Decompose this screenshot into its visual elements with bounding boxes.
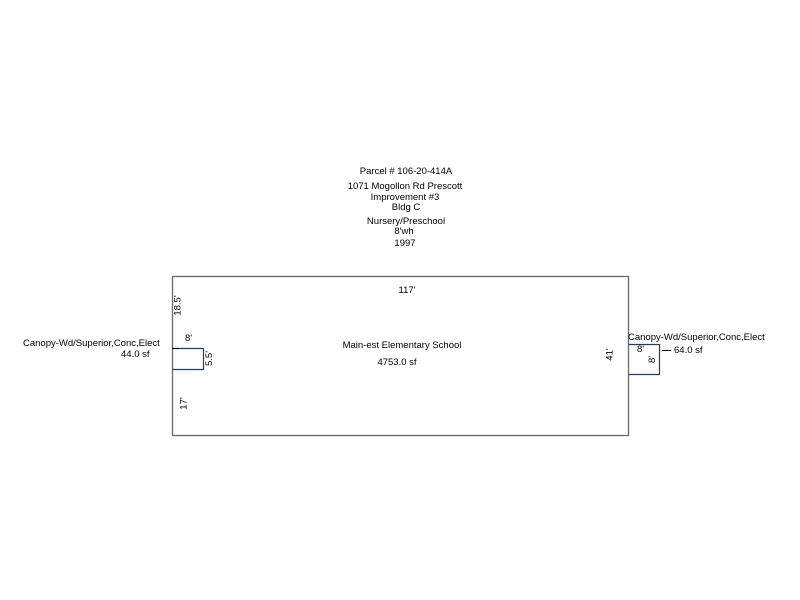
left-offset-top-label: 18.5': [172, 295, 184, 316]
main-building-area: 4753.0 sf: [377, 357, 417, 368]
wall-height: 8'wh: [394, 226, 414, 237]
improvement-number: Improvement #3: [370, 192, 440, 203]
building-use: Nursery/Preschool: [366, 216, 446, 227]
main-width-label: 117': [398, 285, 416, 296]
left-canopy-depth: 5.5': [204, 350, 216, 367]
main-height-label: 41': [604, 348, 616, 361]
right-canopy-width: 8': [637, 344, 645, 355]
left-canopy-width: 8': [185, 333, 193, 344]
left-canopy-outline: [172, 347, 205, 371]
address: 1071 Mogollon Rd Prescott: [347, 181, 463, 192]
right-canopy-outline: [628, 343, 661, 376]
parcel-number: Parcel # 106-20-414A: [359, 166, 453, 177]
main-building-outline: [171, 275, 630, 437]
right-canopy-label: Canopy-Wd/Superior,Conc,Elect: [628, 332, 765, 343]
left-canopy-label: Canopy-Wd/Superior,Conc,Elect: [23, 338, 160, 349]
left-canopy-area: 44.0 sf: [121, 349, 150, 360]
left-offset-bottom-label: 17': [178, 397, 190, 410]
right-canopy-area: 64.0 sf: [674, 345, 703, 356]
building-id: Bldg C: [391, 202, 421, 213]
main-building-name: Main-est Elementary School: [342, 340, 462, 351]
year-built: 1997: [394, 238, 416, 249]
right-canopy-depth: 8': [647, 355, 659, 364]
